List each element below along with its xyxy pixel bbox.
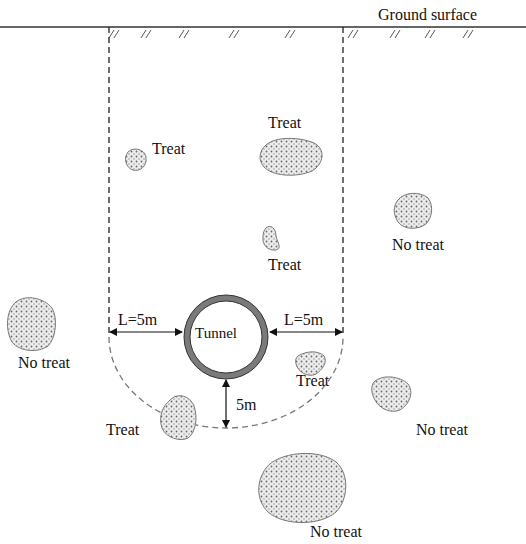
dimension-arrow [270,331,342,332]
node-text: Tunnel [195,325,237,342]
annotation-label: Treat [268,256,301,274]
annotation-label: No treat [18,354,70,372]
annotation-label: L=5m [118,311,157,329]
dimension-arrow [110,331,182,332]
annotation-label: Treat [106,421,139,439]
treatment-zone [109,27,343,428]
ground-line [0,26,526,27]
tunnel-circle: Tunnel [183,294,269,380]
annotation-label: Treat [152,140,185,158]
annotation-label: Ground surface [378,6,477,24]
annotation-label: No treat [310,523,362,541]
annotation-label: No treat [416,421,468,439]
annotation-label: Treat [296,372,329,390]
annotation-label: L=5m [284,311,323,329]
cavities [7,138,431,522]
annotation-label: No treat [392,236,444,254]
annotation-label: Treat [268,114,301,132]
annotation-label: 5m [236,396,256,414]
ground-hatch [109,30,473,38]
dimension-arrow [225,380,226,427]
